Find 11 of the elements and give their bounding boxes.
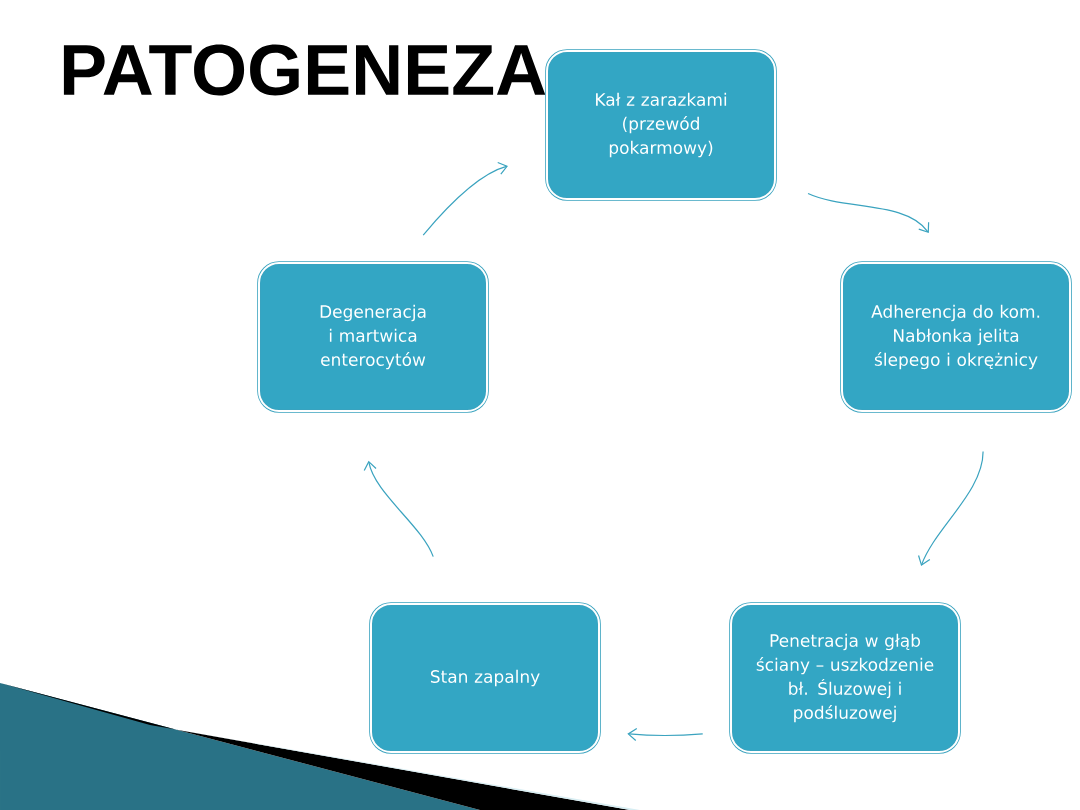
arrow (917, 450, 984, 566)
process-box: Degeneracja i martwica enterocytów (257, 261, 489, 413)
process-box: Adherencja do kom. Nabłonka jelita ślepego i okrężnicy (840, 261, 1072, 413)
arrow (422, 161, 508, 236)
process-box: Penetracja w głąb ściany – uszkodzenie bł. Śluzowej i podśluzowej (729, 602, 961, 754)
arrow (807, 192, 930, 234)
arrow (627, 728, 704, 742)
process-box: Stan zapalny (369, 602, 601, 754)
process-box: Kał z zarazkami (przewód pokarmowy) (545, 49, 777, 201)
arrow (363, 460, 434, 558)
title: PATOGENEZA (63, 44, 546, 96)
